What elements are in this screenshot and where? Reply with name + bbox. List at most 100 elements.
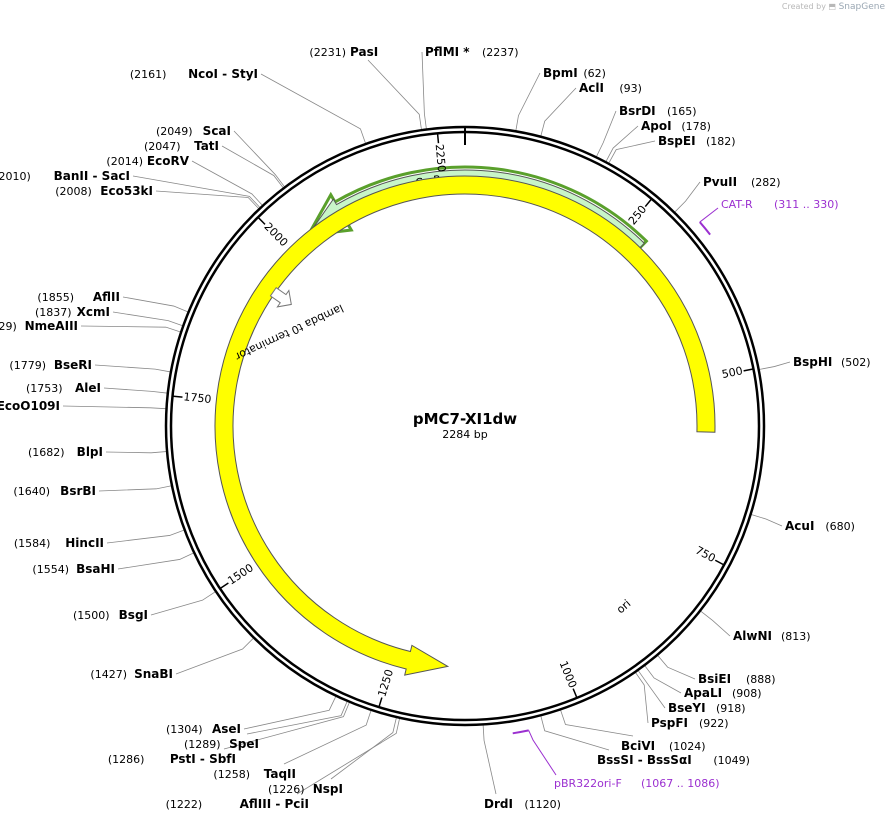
enzyme-site-bsrbi[interactable]: BsrBI(1640)	[13, 484, 96, 498]
enzyme-site-aflii[interactable]: AflII(1855)	[37, 290, 120, 304]
enzyme-site-bsssi-bsss-i[interactable]: BssSI - BssSαI (1049)	[597, 753, 750, 767]
enzyme-position: (1554)	[32, 563, 69, 576]
enzyme-name: BssSI - BssSαI	[597, 753, 692, 767]
enzyme-site-bsrdi[interactable]: BsrDI(165)	[619, 104, 697, 118]
enzyme-position: (1024)	[669, 740, 706, 753]
enzyme-leader-line	[330, 717, 397, 780]
enzyme-site-hincii[interactable]: HincII(1584)	[14, 536, 104, 550]
enzyme-position: (922)	[699, 717, 729, 730]
enzyme-site-psti-sbfi[interactable]: PstI - SbfI(1286)	[108, 752, 236, 766]
enzyme-site-bsphi[interactable]: BspHI(502)	[793, 355, 871, 369]
enzyme-site-acli[interactable]: AclI(93)	[579, 81, 642, 95]
scale-tick-label: 1250	[375, 668, 396, 699]
enzyme-site-bsiei[interactable]: BsiEI(888)	[698, 672, 776, 686]
enzyme-position: (908)	[732, 687, 762, 700]
enzyme-name: BseYI	[668, 701, 706, 715]
enzyme-position: (93)	[619, 82, 642, 95]
enzyme-position: (1049)	[713, 754, 750, 767]
enzyme-leader-line	[246, 701, 348, 735]
enzyme-site-acui[interactable]: AcuI(680)	[785, 519, 855, 533]
primer-mark	[512, 729, 529, 735]
enzyme-site-bsgi[interactable]: BsgI(1500)	[73, 608, 148, 622]
enzyme-position: (813)	[781, 630, 811, 643]
ori-feature-arrow	[214, 175, 716, 676]
enzyme-leader-line	[596, 110, 617, 157]
enzyme-position: (1829)	[0, 320, 17, 333]
enzyme-site-alwni[interactable]: AlwNI(813)	[733, 629, 811, 643]
enzyme-leader-line	[605, 125, 639, 162]
enzyme-site-bseyi[interactable]: BseYI (918)	[668, 701, 746, 715]
enzyme-site-afliii-pcii[interactable]: AflIII - PciI(1222)	[166, 797, 309, 811]
enzyme-name: BspEI	[658, 134, 696, 148]
scale-tick	[714, 559, 724, 566]
enzyme-leader-line	[674, 181, 701, 213]
scale-tick-label: 500	[721, 364, 744, 381]
enzyme-site-pspfi[interactable]: PspFI(922)	[651, 716, 729, 730]
enzyme-name: AleI	[75, 381, 101, 395]
enzyme-site-pflmi[interactable]: PflMI *(2237)	[425, 45, 519, 59]
scale-tick-label: 2000	[261, 220, 290, 249]
enzyme-position: (1222)	[166, 798, 203, 811]
primer-annotations: CAT-R(311 .. 330)pBR322ori-F(1067 .. 108…	[512, 198, 839, 790]
enzyme-site-ecorv[interactable]: EcoRV(2014)	[106, 154, 189, 168]
primer-leader	[699, 207, 719, 223]
enzyme-leader-line	[759, 361, 791, 370]
enzyme-site-spei[interactable]: SpeI(1289)	[184, 737, 259, 751]
enzyme-site-bseri[interactable]: BseRI(1779)	[9, 358, 92, 372]
enzyme-site-tati[interactable]: TatI(2047)	[144, 139, 219, 153]
enzyme-site-apoi[interactable]: ApoI(178)	[641, 119, 711, 133]
enzyme-site-ncoi-styi[interactable]: NcoI - StyI(2161)	[130, 67, 258, 81]
enzyme-site-banii-saci[interactable]: BanII - SacI(2010)	[0, 169, 130, 183]
lambda-t0-terminator-feature	[269, 287, 292, 308]
enzyme-leader-line	[112, 311, 183, 327]
enzyme-name: EcoO109I	[0, 399, 60, 413]
enzyme-leader-line	[122, 296, 188, 313]
enzyme-leader-line	[98, 485, 172, 492]
enzyme-leader-line	[260, 73, 366, 144]
enzyme-leader-line	[608, 140, 656, 164]
enzyme-site-eco53ki[interactable]: Eco53kI(2008)	[55, 184, 153, 198]
enzyme-site-taqii[interactable]: TaqII(1258)	[213, 767, 296, 781]
enzyme-leader-line	[106, 529, 184, 544]
enzyme-position: (1500)	[73, 609, 110, 622]
enzyme-site-nspi[interactable]: NspI(1226)	[268, 782, 343, 796]
enzyme-site-ecoo109i[interactable]: EcoO109I(1734)	[0, 399, 60, 413]
enzyme-name: BciVI	[621, 739, 655, 753]
snapgene-logo-icon: ⬒	[828, 2, 837, 11]
scale-tick-label: 1000	[557, 659, 580, 690]
enzyme-position: (182)	[706, 135, 736, 148]
enzyme-site-snabi[interactable]: SnaBI(1427)	[90, 667, 173, 681]
primer-mark	[699, 221, 711, 236]
enzyme-site-asei[interactable]: AseI(1304)	[166, 722, 241, 736]
enzyme-site-bspei[interactable]: BspEI (182)	[658, 134, 736, 148]
enzyme-name: XcmI	[77, 305, 110, 319]
enzyme-name: AcuI	[785, 519, 814, 533]
scale-tick-label: 2250	[433, 144, 449, 173]
enzyme-site-pasi[interactable]: PasI(2231)	[309, 45, 378, 59]
enzyme-site-blpi[interactable]: BlpI(1682)	[28, 445, 103, 459]
enzyme-site-apali[interactable]: ApaLI(908)	[684, 686, 762, 700]
enzyme-site-scai[interactable]: ScaI(2049)	[156, 124, 231, 138]
enzyme-site-bpmi[interactable]: BpmI(62)	[543, 66, 606, 80]
enzyme-site-bsahi[interactable]: BsaHI(1554)	[32, 562, 115, 576]
scale-tick	[572, 688, 578, 698]
enzyme-site-xcmi[interactable]: XcmI(1837)	[35, 305, 110, 319]
enzyme-position: (918)	[716, 702, 746, 715]
enzyme-position: (2161)	[130, 68, 167, 81]
scale-tick	[436, 134, 440, 144]
enzyme-name: TatI	[194, 139, 219, 153]
enzyme-site-pvuii[interactable]: PvuII(282)	[703, 175, 781, 189]
enzyme-position: (2231)	[309, 46, 346, 59]
enzyme-position: (1226)	[268, 783, 305, 796]
enzyme-site-drdi[interactable]: DrdI(1120)	[484, 797, 561, 811]
enzyme-leader-line	[243, 696, 337, 730]
enzyme-site-bcivi[interactable]: BciVI (1024)	[621, 739, 706, 753]
enzyme-site-nmeaiii[interactable]: NmeAIII(1829)	[0, 319, 78, 333]
scale-tick-label: 750	[693, 544, 718, 565]
enzyme-position: (1584)	[14, 537, 51, 550]
enzyme-name: BanII - SacI	[54, 169, 130, 183]
enzyme-position: (1304)	[166, 723, 203, 736]
enzyme-site-alei[interactable]: AleI(1753)	[26, 381, 101, 395]
enzyme-position: (1855)	[37, 291, 74, 304]
